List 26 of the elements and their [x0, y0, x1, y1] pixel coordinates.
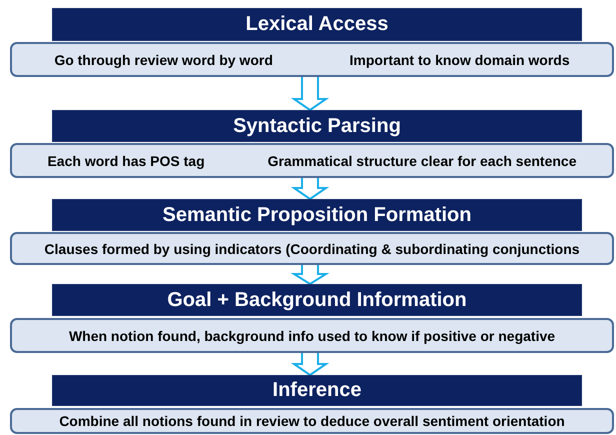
detail-text: Grammatical structure clear for each sentence: [268, 152, 576, 168]
detail-panel: [10, 408, 614, 434]
down-arrow: [290, 263, 330, 286]
down-arrow: [290, 176, 330, 200]
detail-text: Important to know domain words: [350, 52, 570, 68]
stage-header-bar: [52, 284, 582, 316]
stage-title: Inference: [272, 379, 362, 402]
detail-text: When notion found, background info used to know if positive or negative: [68, 328, 556, 344]
detail-text: Go through review word by word: [54, 52, 273, 68]
stage-title: Goal + Background Information: [167, 288, 467, 312]
detail-panel: [10, 232, 614, 265]
detail-panel: [10, 318, 614, 353]
down-arrow: [290, 351, 330, 376]
detail-text: Clauses formed by using indicators (Coordinating & subordinating conjunctions: [44, 240, 580, 256]
stage-header-bar: [52, 199, 582, 231]
stage-title: Semantic Proposition Formation: [162, 204, 472, 226]
detail-text: Combine all notions found in review to deduce overall sentiment orientation: [59, 413, 565, 429]
detail-text: Each word has POS tag: [47, 152, 205, 168]
down-arrow: [290, 75, 330, 112]
stage-header-bar: [52, 110, 582, 142]
stage-title: Lexical Access: [246, 13, 388, 36]
detail-panel: [10, 143, 614, 178]
stage-header-bar: [52, 375, 582, 406]
detail-panel: [10, 42, 614, 77]
stage-header-bar: [52, 8, 582, 41]
stage-title: Syntactic Parsing: [233, 114, 401, 138]
